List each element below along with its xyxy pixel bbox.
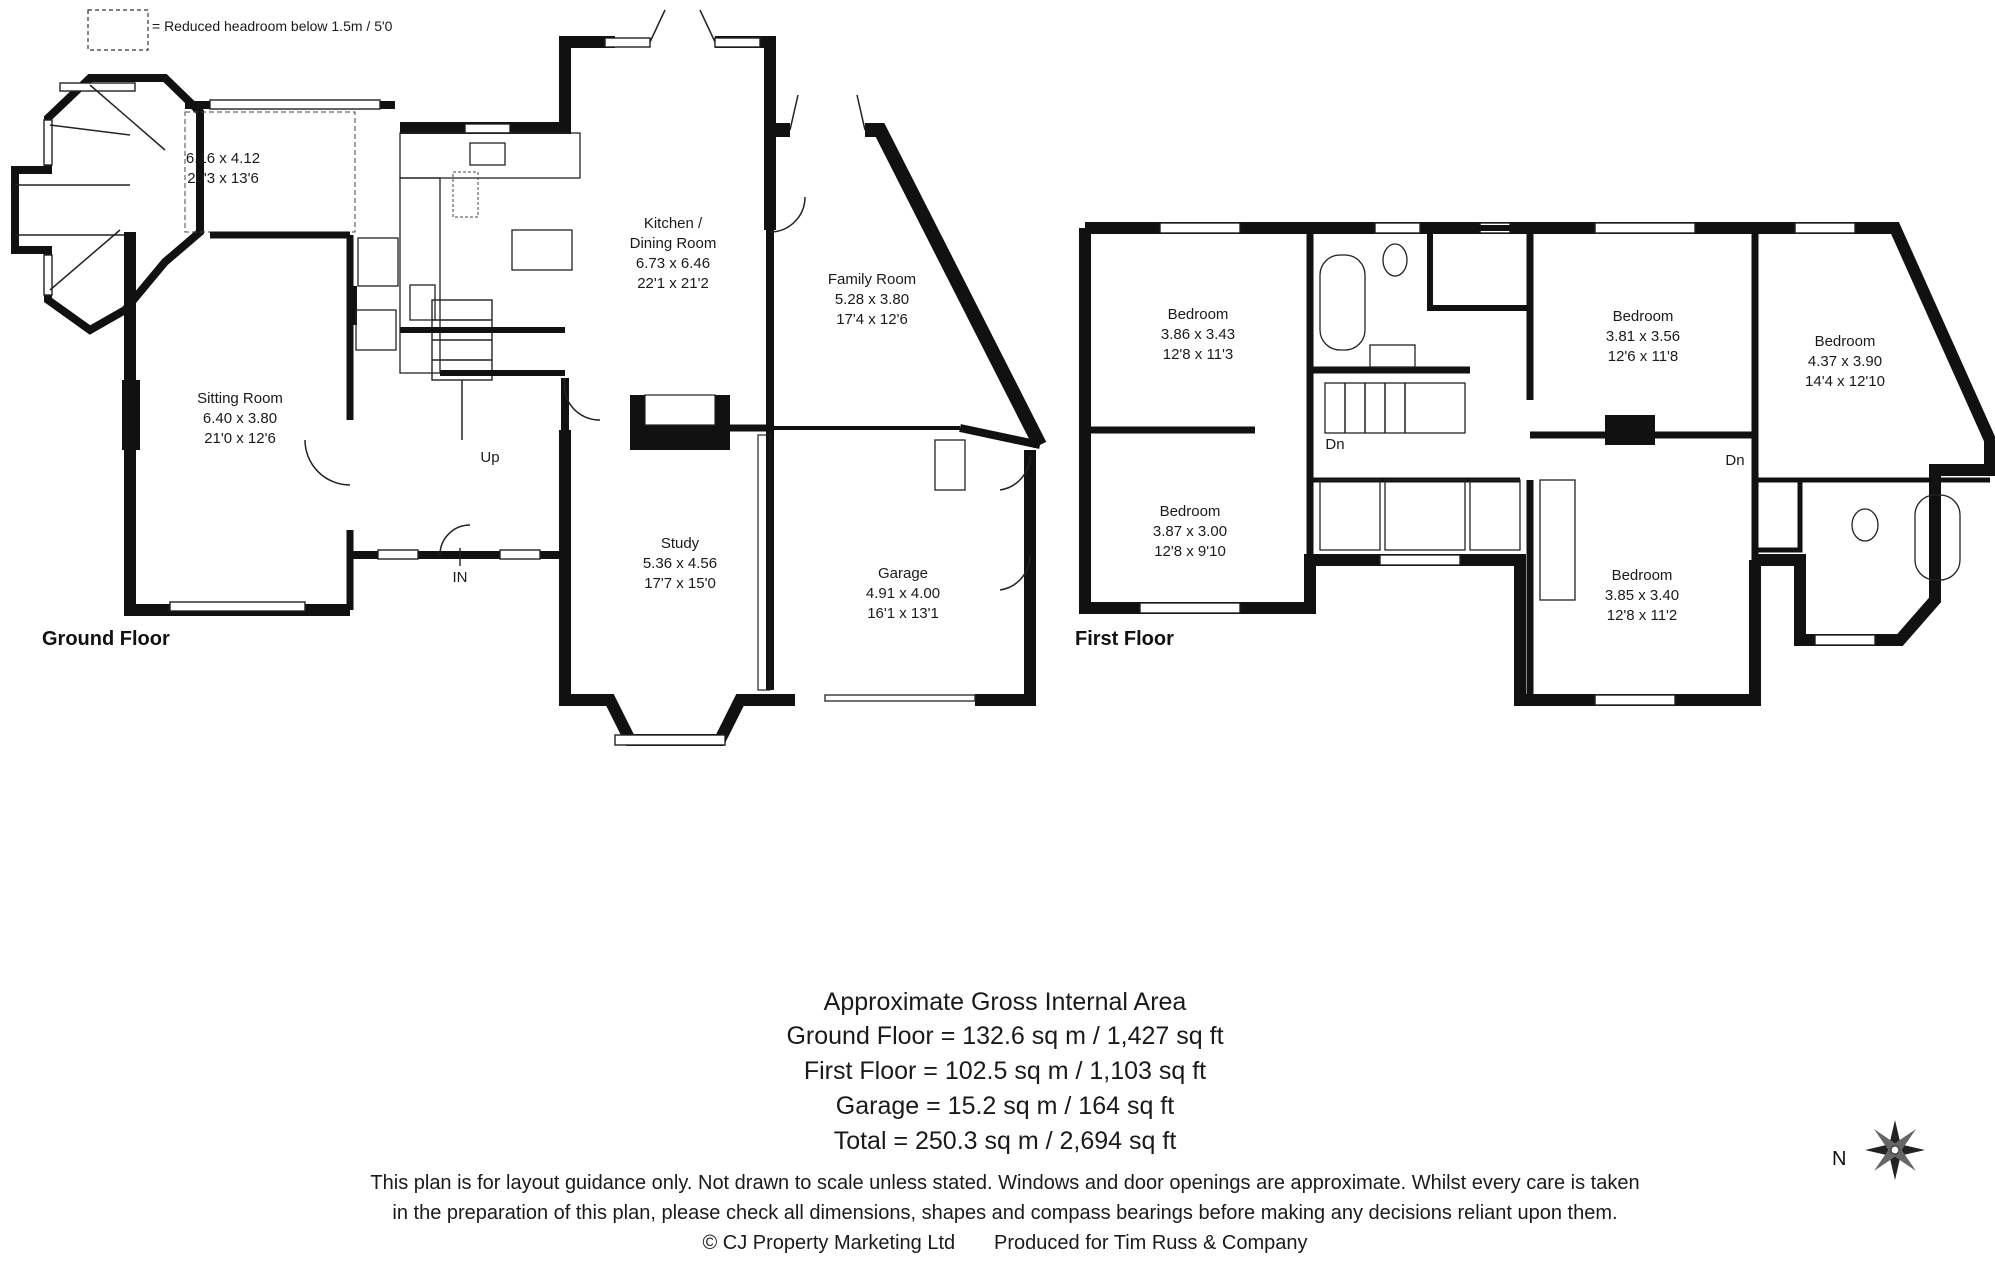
stairs-down-label-1: Dn xyxy=(1325,436,1344,453)
bedroom-4-name: Bedroom xyxy=(1160,503,1221,520)
study: Study 5.36 x 4.56 17'7 x 15'0 xyxy=(559,394,795,746)
sitting-room: Sitting Room 6.40 x 3.80 21'0 x 12'6 xyxy=(122,231,354,616)
bedroom-2-dims-metric: 3.81 x 3.56 xyxy=(1606,328,1680,345)
bedroom-5-name: Bedroom xyxy=(1612,567,1673,584)
ground-floor-plan: 6.16 x 4.12 20'3 x 13'6 Sitting Room 6.4… xyxy=(11,9,1047,746)
bedroom-5-dims-imperial: 12'8 x 11'2 xyxy=(1607,607,1678,624)
sitting-room-name: Sitting Room xyxy=(197,390,283,407)
kitchen-name: Kitchen / xyxy=(644,215,703,232)
bedroom-1-dims-imperial: 12'8 x 11'3 xyxy=(1163,346,1234,363)
bedroom-4-dims-imperial: 12'8 x 9'10 xyxy=(1154,543,1226,560)
garage-dims-metric: 4.91 x 4.00 xyxy=(866,585,940,602)
family-room: Family Room 5.28 x 3.80 17'4 x 12'6 xyxy=(630,94,1047,690)
sitting-room-dims-metric: 6.40 x 3.80 xyxy=(203,410,277,427)
ground-floor-label: Ground Floor xyxy=(42,628,170,650)
bedroom-2-dims-imperial: 12'6 x 11'8 xyxy=(1608,348,1679,365)
disclaimer-copyright: © CJ Property Marketing Ltd Produced for… xyxy=(702,1232,1308,1254)
garage-name: Garage xyxy=(878,565,928,582)
area-garage: Garage = 15.2 sq m / 164 sq ft xyxy=(835,1092,1175,1120)
first-floor-label: First Floor xyxy=(1075,628,1174,650)
area-summary-title: Approximate Gross Internal Area xyxy=(823,988,1187,1016)
disclaimer-line-2: in the preparation of this plan, please … xyxy=(392,1202,1618,1224)
compass-icon: N xyxy=(1832,1120,1925,1180)
headroom-legend-text: = Reduced headroom below 1.5m / 5'0 xyxy=(152,18,393,34)
bedroom-3-name: Bedroom xyxy=(1815,333,1876,350)
study-name: Study xyxy=(661,535,700,552)
bedroom-3-dims-imperial: 14'4 x 12'10 xyxy=(1805,373,1885,390)
kitchen-dims-metric: 6.73 x 6.46 xyxy=(636,255,710,272)
kitchen-name-line2: Dining Room xyxy=(630,235,717,252)
area-ground-floor: Ground Floor = 132.6 sq m / 1,427 sq ft xyxy=(786,1022,1224,1050)
family-room-dims-imperial: 17'4 x 12'6 xyxy=(836,311,908,328)
garage: Garage 4.91 x 4.00 16'1 x 13'1 xyxy=(824,424,1041,706)
sitting-room-dims-imperial: 21'0 x 12'6 xyxy=(204,430,276,447)
first-floor-plan: Bedroom 3.86 x 3.43 12'8 x 11'3 Bedroom … xyxy=(1075,222,1995,706)
bedroom-4-dims-metric: 3.87 x 3.00 xyxy=(1153,523,1227,540)
conservatory-dims-metric: 6.16 x 4.12 xyxy=(186,150,260,167)
bedroom-2-name: Bedroom xyxy=(1613,308,1674,325)
bedroom-1-name: Bedroom xyxy=(1168,306,1229,323)
kitchen-dining-room: Kitchen / Dining Room 6.73 x 6.46 22'1 x… xyxy=(399,9,776,520)
area-first-floor: First Floor = 102.5 sq m / 1,103 sq ft xyxy=(803,1057,1207,1085)
area-total: Total = 250.3 sq m / 2,694 sq ft xyxy=(833,1127,1177,1155)
conservatory-dims-imperial: 20'3 x 13'6 xyxy=(187,170,259,187)
bedroom-1-dims-metric: 3.86 x 3.43 xyxy=(1161,326,1235,343)
bedroom-5-dims-metric: 3.85 x 3.40 xyxy=(1605,587,1679,604)
bedroom-3-dims-metric: 4.37 x 3.90 xyxy=(1808,353,1882,370)
entrance-in-label: IN xyxy=(453,569,468,586)
conservatory: 6.16 x 4.12 20'3 x 13'6 xyxy=(11,74,395,335)
headroom-legend: = Reduced headroom below 1.5m / 5'0 xyxy=(87,9,393,51)
family-room-name: Family Room xyxy=(828,271,916,288)
stairs-down-label-2: Dn xyxy=(1725,452,1744,469)
family-room-dims-metric: 5.28 x 3.80 xyxy=(835,291,909,308)
study-dims-imperial: 17'7 x 15'0 xyxy=(644,575,716,592)
garage-dims-imperial: 16'1 x 13'1 xyxy=(867,605,939,622)
headroom-legend-swatch xyxy=(87,9,149,51)
stairs-up-label: Up xyxy=(480,449,499,466)
entrance-hall: Up IN xyxy=(350,237,565,586)
study-dims-metric: 5.36 x 4.56 xyxy=(643,555,717,572)
kitchen-dims-imperial: 22'1 x 21'2 xyxy=(637,275,709,292)
compass-north-label: N xyxy=(1832,1148,1846,1170)
disclaimer-line-1: This plan is for layout guidance only. N… xyxy=(370,1172,1640,1194)
